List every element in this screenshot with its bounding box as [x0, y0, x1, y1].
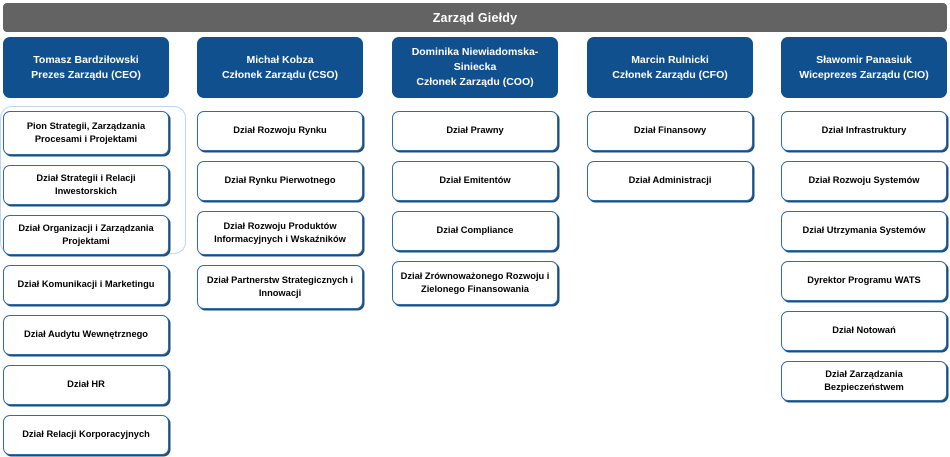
unit-label: Dział Emitentów: [439, 175, 511, 186]
executive-role: Członek Zarządu (CFO): [612, 68, 728, 81]
unit-card[interactable]: Dział Finansowy: [587, 111, 753, 151]
unit-card[interactable]: Dział Organizacji i Zarządzania Projekta…: [3, 215, 169, 255]
executive-name: Dominika Niewiadomska-Siniecka: [411, 46, 539, 74]
unit-card[interactable]: Dział Compliance: [392, 211, 558, 251]
unit-card[interactable]: Dyrektor Programu WATS: [781, 261, 947, 301]
unit-label: Dział Utrzymania Systemów: [802, 225, 926, 236]
unit-card[interactable]: Pion Strategii, Zarządzania Procesami i …: [3, 111, 169, 155]
unit-label: Dział Strategii i Relacji Inwestorskich: [36, 172, 136, 196]
unit-card[interactable]: Dział Komunikacji i Marketingu: [3, 265, 169, 305]
unit-card[interactable]: Dział Infrastruktury: [781, 111, 947, 151]
unit-label: Dział Zrównoważonego Rozwoju i Zielonego…: [400, 270, 550, 294]
unit-card[interactable]: Dział Emitentów: [392, 161, 558, 201]
executive-role: Wiceprezes Zarządu (CIO): [799, 68, 929, 81]
unit-card[interactable]: Dział Administracji: [587, 161, 753, 201]
board-title-text: Zarząd Giełdy: [432, 10, 518, 25]
executive-role: Członek Zarządu (CSO): [221, 68, 339, 81]
board-title-bar: Zarząd Giełdy: [3, 3, 947, 32]
executive-name: Tomasz Bardziłowski: [33, 53, 139, 66]
unit-label: Dział Partnerstw Strategicznych i Innowa…: [206, 274, 354, 298]
unit-label: Dział Infrastruktury: [821, 125, 907, 136]
unit-card[interactable]: Dział Rynku Pierwotnego: [197, 161, 363, 201]
unit-label: Pion Strategii, Zarządzania Procesami i …: [26, 120, 146, 144]
unit-card[interactable]: Dział Zrównoważonego Rozwoju i Zielonego…: [392, 261, 558, 305]
unit-label: Dział Organizacji i Zarządzania Projekta…: [18, 222, 154, 246]
unit-label: Dział Komunikacji i Marketingu: [17, 279, 155, 290]
unit-label: Dział HR: [67, 379, 105, 390]
unit-label: Dział Rozwoju Produktów Informacyjnych i…: [214, 220, 346, 244]
unit-card[interactable]: Dział Relacji Korporacyjnych: [3, 415, 169, 455]
executive-role: Członek Zarządu (COO): [416, 75, 534, 88]
unit-card[interactable]: Dział Zarządzania Bezpieczeństwem: [781, 361, 947, 401]
unit-label: Dział Zarządzania Bezpieczeństwem: [824, 368, 904, 392]
unit-card[interactable]: Dział Prawny: [392, 111, 558, 151]
unit-label: Dział Rozwoju Systemów: [808, 175, 920, 186]
unit-label: Dział Rynku Pierwotnego: [224, 175, 336, 186]
unit-card[interactable]: Dział Audytu Wewnętrznego: [3, 315, 169, 355]
unit-card[interactable]: Dział HR: [3, 365, 169, 405]
unit-label: Dział Relacji Korporacyjnych: [22, 429, 150, 440]
unit-card[interactable]: Dział Rozwoju Rynku: [197, 111, 363, 151]
unit-label: Dział Administracji: [628, 175, 712, 186]
unit-card[interactable]: Dział Partnerstw Strategicznych i Innowa…: [197, 265, 363, 309]
unit-card[interactable]: Dział Utrzymania Systemów: [781, 211, 947, 251]
unit-label: Dział Compliance: [436, 225, 514, 236]
executive-role: Prezes Zarządu (CEO): [31, 68, 141, 81]
unit-label: Dyrektor Programu WATS: [807, 275, 921, 286]
unit-card[interactable]: Dział Rozwoju Produktów Informacyjnych i…: [197, 211, 363, 255]
unit-list: Pion Strategii, Zarządzania Procesami i …: [0, 106, 186, 455]
unit-label: Dział Finansowy: [633, 125, 707, 136]
unit-label: Dział Notowań: [832, 325, 896, 336]
unit-label: Dział Rozwoju Rynku: [233, 125, 327, 136]
unit-card[interactable]: Dział Notowań: [781, 311, 947, 351]
unit-label: Dział Audytu Wewnętrznego: [24, 329, 148, 340]
unit-label: Dział Prawny: [446, 125, 504, 136]
unit-card[interactable]: Dział Strategii i Relacji Inwestorskich: [3, 165, 169, 205]
executive-name: Sławomir Panasiuk: [816, 53, 912, 66]
unit-card[interactable]: Dział Rozwoju Systemów: [781, 161, 947, 201]
executive-name: Marcin Rulnicki: [631, 53, 709, 66]
executive-name: Michał Kobza: [246, 53, 314, 66]
